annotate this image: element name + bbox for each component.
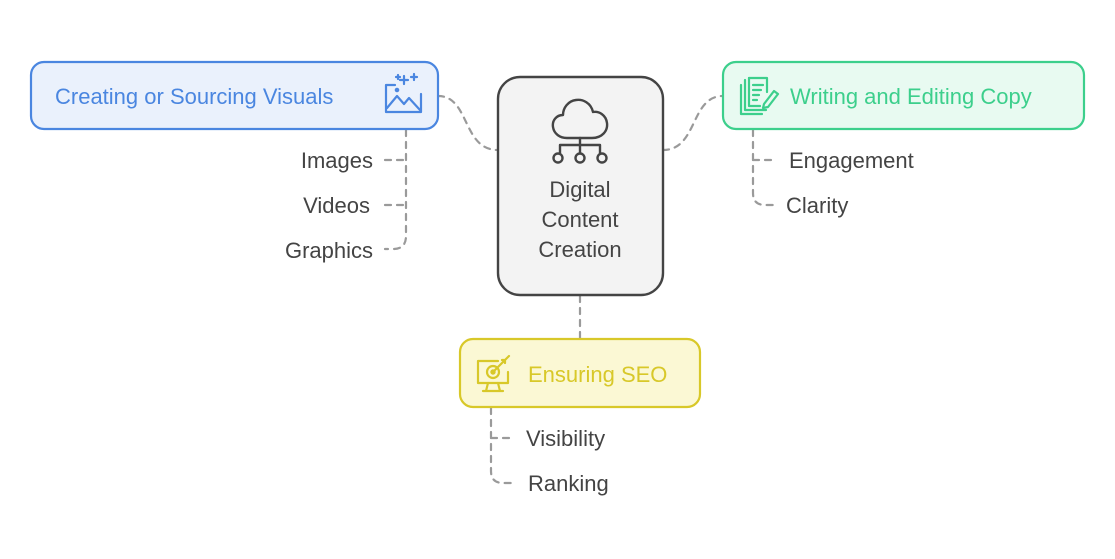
center-title-line-2: Content: [541, 207, 618, 232]
connector-center-copy: [661, 94, 725, 152]
connectors: [383, 94, 777, 485]
cloud-network-icon: [551, 98, 609, 164]
connector-center-visuals: [436, 94, 500, 152]
branch-visuals: Creating or Sourcing Visuals Images Vide…: [29, 60, 440, 263]
document-pen-icon: [739, 76, 780, 116]
branch-copy: Writing and Editing Copy Engagement Clar…: [721, 60, 1086, 218]
seo-item-ranking: Ranking: [528, 471, 609, 496]
monitor-target-icon: [476, 354, 511, 393]
copy-item-clarity: Clarity: [786, 193, 848, 218]
visuals-title: Creating or Sourcing Visuals: [55, 84, 333, 109]
center-title-line-3: Creation: [538, 237, 621, 262]
seo-title: Ensuring SEO: [528, 362, 667, 387]
visuals-item-videos: Videos: [303, 193, 370, 218]
center-node: Digital Content Creation: [496, 75, 665, 297]
copy-node-box: [721, 60, 1086, 131]
copy-title: Writing and Editing Copy: [790, 84, 1032, 109]
center-title-line-1: Digital: [549, 177, 610, 202]
visuals-item-graphics: Graphics: [285, 238, 373, 263]
seo-node-box: [458, 337, 702, 409]
branch-seo: Ensuring SEO Visibility Ranking: [458, 337, 702, 496]
visuals-node-box: [29, 60, 440, 131]
connector-visuals-items: [383, 128, 408, 251]
connector-seo-items: [489, 406, 515, 485]
seo-item-visibility: Visibility: [526, 426, 605, 451]
center-node-box: [496, 75, 665, 297]
visuals-item-images: Images: [301, 148, 373, 173]
image-sparkle-icon: [384, 72, 423, 114]
connector-copy-items: [751, 128, 777, 207]
copy-item-engagement: Engagement: [789, 148, 914, 173]
